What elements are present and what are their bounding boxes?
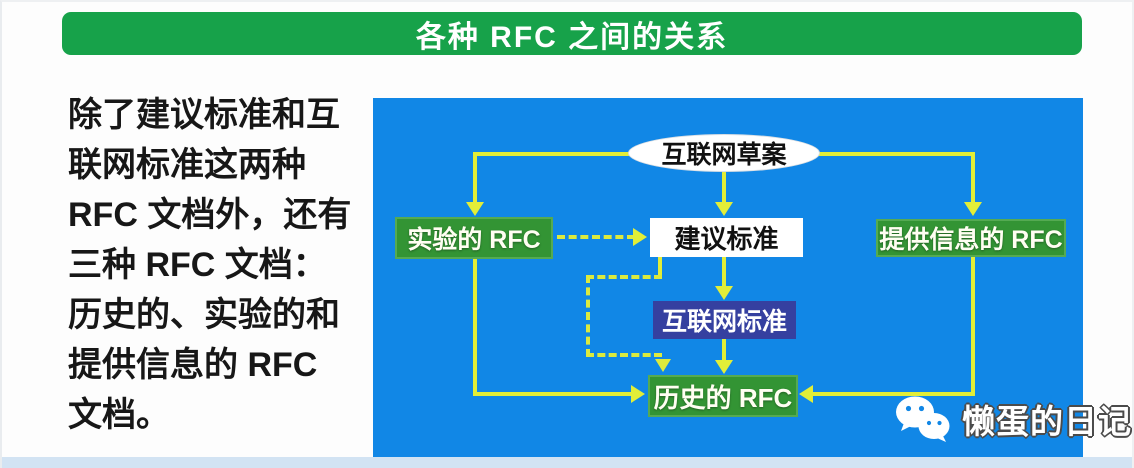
- arrowhead: [715, 202, 733, 216]
- arrowhead: [799, 385, 813, 403]
- page-title: 各种 RFC 之间的关系: [415, 20, 729, 54]
- intro-line: 联网标准这两种: [68, 146, 306, 184]
- node-label: 提供信息的 RFC: [879, 226, 1063, 254]
- node-label: 实验的 RFC: [407, 226, 541, 254]
- rfc-diagram: 互联网草案 实验的 RFC 建议标准 提供信息的 RFC 互联网标准 历史的 R…: [373, 98, 1083, 457]
- arrowhead: [715, 286, 733, 300]
- arrowhead: [633, 228, 647, 246]
- watermark-text: 懒蛋的日记: [962, 403, 1132, 440]
- edge-draft-to-proposed: [722, 172, 726, 204]
- arrowhead: [655, 359, 671, 372]
- node-label: 互联网标准: [661, 308, 787, 336]
- edge-proposed-to-historic-dashed: [586, 353, 662, 357]
- node-internet-standard: 互联网标准: [653, 301, 796, 339]
- edge-proposed-to-historic-dashed: [658, 257, 662, 277]
- edge-proposed-to-historic-dashed: [586, 275, 590, 357]
- node-label: 互联网草案: [661, 141, 787, 169]
- arrowhead: [715, 360, 733, 374]
- header-bar: 各种 RFC 之间的关系: [62, 12, 1082, 55]
- edge-informational-to-historic: [813, 392, 975, 396]
- edge-informational-to-historic: [971, 257, 975, 396]
- edge-experimental-to-historic: [473, 392, 633, 396]
- arrowhead: [466, 202, 484, 216]
- footer-strip: [2, 457, 1132, 468]
- edge-standard-to-historic: [722, 339, 726, 362]
- intro-line: 三种 RFC 文档：: [68, 246, 327, 284]
- edge-proposed-to-standard: [722, 257, 726, 288]
- edge-proposed-to-historic-dashed: [586, 275, 662, 279]
- wechat-icon: [894, 395, 952, 443]
- edge-draft-to-experimental: [473, 152, 477, 204]
- node-proposed-standard: 建议标准: [650, 218, 803, 257]
- edge-draft-to-informational: [971, 152, 975, 204]
- intro-line: 文档。: [68, 396, 170, 434]
- edge-draft-to-experimental: [475, 152, 630, 156]
- node-informational-rfc: 提供信息的 RFC: [876, 219, 1066, 257]
- intro-line: 除了建议标准和互: [68, 96, 340, 134]
- intro-line: RFC 文档外，还有: [68, 196, 352, 234]
- node-label: 建议标准: [674, 224, 779, 254]
- node-experimental-rfc: 实验的 RFC: [395, 217, 553, 259]
- edge-experimental-to-historic: [473, 259, 477, 396]
- intro-line: 提供信息的 RFC: [68, 346, 318, 384]
- intro-paragraph: 除了建议标准和互 联网标准这两种 RFC 文档外，还有 三种 RFC 文档： 历…: [68, 90, 373, 440]
- edge-draft-to-informational: [819, 152, 973, 156]
- node-internet-draft: 互联网草案: [628, 134, 820, 172]
- intro-line: 历史的、实验的和: [68, 296, 340, 334]
- node-label: 历史的 RFC: [653, 382, 793, 413]
- arrowhead: [631, 385, 645, 403]
- watermark: 懒蛋的日记: [894, 395, 1132, 443]
- node-historic-rfc: 历史的 RFC: [648, 375, 798, 417]
- arrowhead: [964, 202, 982, 216]
- edge-experimental-to-proposed-dashed: [557, 235, 635, 239]
